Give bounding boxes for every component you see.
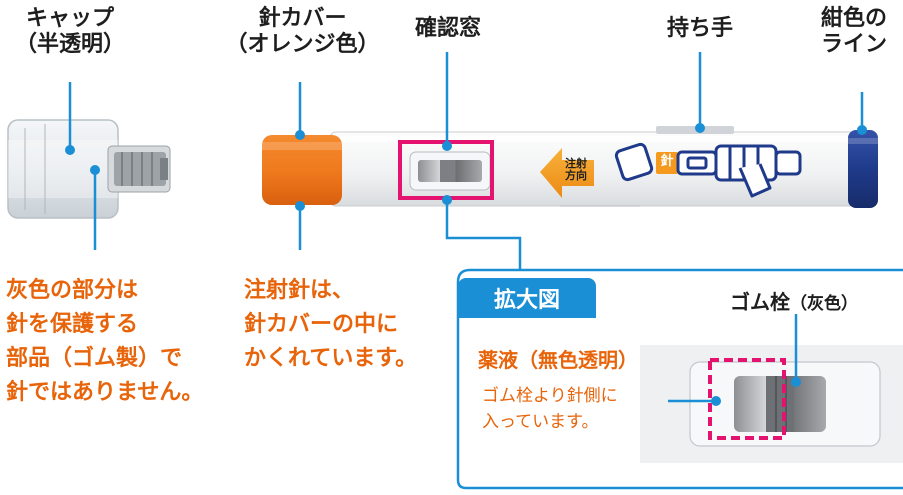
- navy-line-label-line2: ライン: [820, 32, 887, 58]
- zoom-panel: [456, 268, 903, 490]
- injection-direction-arrow: [540, 148, 594, 198]
- cap-note-line3: 部品（ゴム製）で: [6, 346, 183, 372]
- needle-icon-label: 針: [660, 154, 674, 169]
- plunger-label-main: ゴム栓: [730, 290, 790, 314]
- leader-lines: [68, 52, 864, 270]
- needle-note-line3: かくれています。: [244, 346, 418, 372]
- needle-note: 注射針は、 針カバーの中に かくれています。: [244, 274, 417, 376]
- arrow-label-line1: 注射: [565, 157, 587, 170]
- cap-note-line1: 灰色の部分は: [6, 278, 139, 303]
- cap-label-line1: キャップ: [25, 6, 114, 31]
- navy-line-label: 紺色の ライン: [808, 6, 900, 59]
- zoom-plunger: [734, 376, 826, 432]
- plunger-label: ゴム栓（灰色）: [730, 290, 858, 314]
- needle-cover-label: 針カバー （オレンジ色）: [220, 6, 385, 59]
- cap-note: 灰色の部分は 針を保護する 部品（ゴム製）で 針ではありません。: [6, 274, 203, 410]
- arrow-label: 注射 方向: [558, 158, 594, 181]
- zoom-body-line1: ゴム栓より針側に: [482, 386, 618, 406]
- navy-line-label-line1: 紺色の: [820, 6, 887, 31]
- rubber-needle-shield: [114, 152, 168, 186]
- cap-label-line2: （半透明）: [14, 32, 125, 58]
- cap-note-line2: 針を保護する: [6, 312, 139, 338]
- cap-label: キャップ （半透明）: [4, 6, 136, 59]
- zoom-body-line2: 入っています。: [482, 411, 599, 432]
- grip-hand-icon: [614, 142, 802, 198]
- needle-note-line2: 針カバーの中に: [244, 312, 399, 338]
- zoom-title: 拡大図: [458, 278, 596, 318]
- needle-note-line1: 注射針は、: [244, 278, 355, 303]
- zoom-body: ゴム栓より針側に 入っています。: [482, 384, 618, 435]
- needle-cover-label-line2: （オレンジ色）: [225, 32, 380, 58]
- needle-cover-label-line1: 針カバー: [258, 6, 347, 31]
- arrow-label-line2: 方向: [565, 168, 587, 182]
- cap-note-line4: 針ではありません。: [6, 380, 204, 406]
- leader-dots: [65, 123, 867, 211]
- plunger-label-sub: （灰色）: [790, 294, 858, 314]
- window-label: 確認窓: [414, 16, 481, 41]
- navy-ring: [848, 130, 878, 208]
- cap: [7, 119, 171, 219]
- needle-cover: [262, 135, 342, 205]
- grip-label: 持ち手: [666, 16, 733, 41]
- zoom-heading: 薬液（無色透明）: [478, 348, 638, 372]
